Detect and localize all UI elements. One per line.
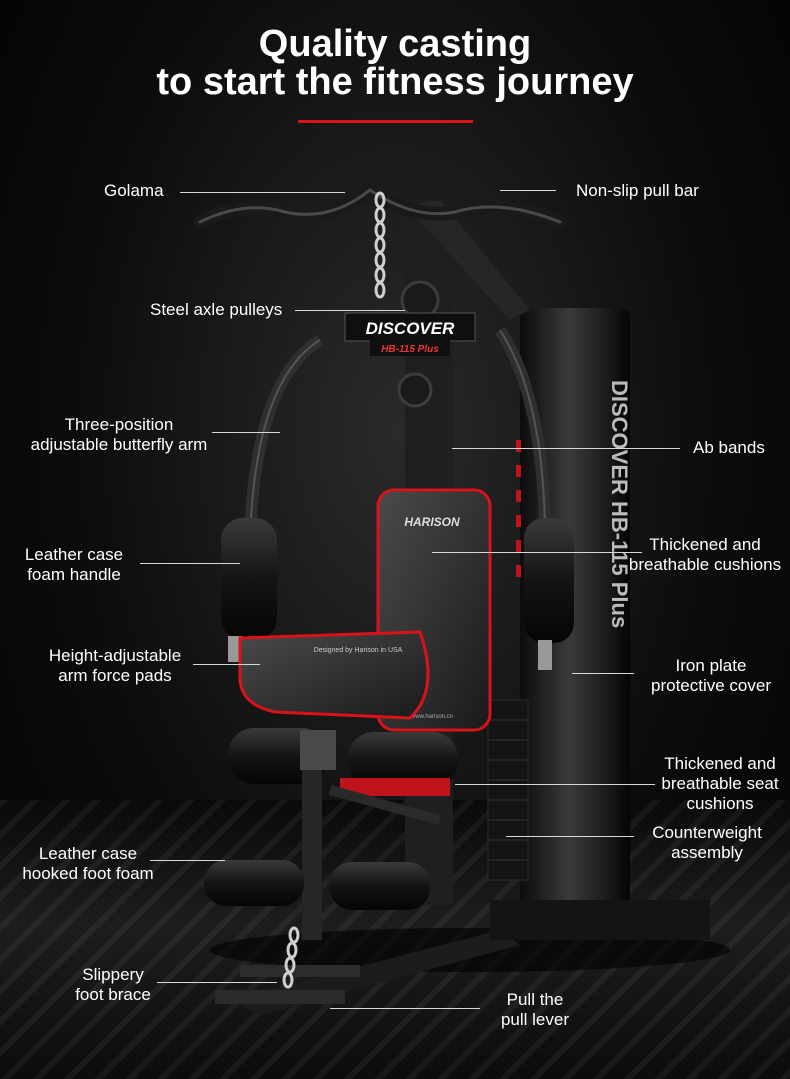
label-golama: Golama bbox=[104, 181, 164, 200]
label-steel-axle-pulleys: Steel axle pulleys bbox=[150, 300, 283, 319]
leader-seat-cushions bbox=[455, 784, 655, 785]
label-iron-cover-line2: protective cover bbox=[651, 676, 771, 695]
label-foot-foam-line2: hooked foot foam bbox=[22, 864, 154, 883]
label-butterfly-arm-line2: adjustable butterfly arm bbox=[30, 435, 208, 454]
label-counterweight-line1: Counterweight bbox=[652, 823, 762, 842]
label-seat-cushions-line1: Thickened and bbox=[664, 754, 776, 773]
label-foam-handle-line1: Leather case bbox=[24, 545, 124, 564]
leader-arm-pads bbox=[193, 664, 260, 665]
label-ab-bands: Ab bands bbox=[693, 438, 765, 457]
label-seat-cushions-line3: cushions bbox=[686, 794, 754, 813]
leader-iron-cover bbox=[572, 673, 634, 674]
label-foot-brace-line1: Slippery bbox=[82, 965, 144, 984]
leader-foot-brace bbox=[157, 982, 277, 983]
label-cushions-line2: breathable cushions bbox=[628, 555, 782, 574]
foam-handle-right bbox=[524, 518, 574, 643]
leader-ab-bands bbox=[452, 448, 680, 449]
label-pull-lever-line1: Pull the bbox=[506, 990, 564, 1009]
label-cushions-line1: Thickened and bbox=[649, 535, 761, 554]
label-butterfly-arm-line1: Three-position bbox=[64, 415, 174, 434]
model-plate-text: HB-115 Plus bbox=[381, 344, 439, 355]
label-foot-foam-line1: Leather case bbox=[38, 844, 138, 863]
label-non-slip-pull-bar: Non-slip pull bar bbox=[576, 181, 699, 200]
brand-plate-text: DISCOVER bbox=[366, 319, 456, 338]
leader-foot-foam bbox=[150, 860, 225, 861]
leader-pulleys bbox=[295, 310, 405, 311]
leader-pull-lever bbox=[330, 1008, 480, 1009]
headline-line-1: Quality casting bbox=[258, 23, 532, 65]
seat-roller-right bbox=[348, 732, 458, 788]
seat-text: Designed by Harison in USA bbox=[314, 647, 403, 654]
title-underline bbox=[298, 120, 473, 123]
label-pull-lever-line2: pull lever bbox=[500, 1010, 570, 1029]
svg-text:www.harison.cn: www.harison.cn bbox=[410, 714, 453, 720]
label-counterweight-line2: assembly bbox=[671, 843, 743, 862]
brand-plate bbox=[344, 312, 476, 342]
leader-foam-handle bbox=[140, 563, 240, 564]
leader-counterweight bbox=[506, 836, 634, 837]
leader-pull-bar bbox=[500, 190, 556, 191]
foam-handle-left bbox=[221, 518, 277, 640]
leader-cushions bbox=[432, 552, 642, 553]
foot-roller-right bbox=[330, 862, 430, 910]
backrest-brand: HARISON bbox=[404, 515, 460, 529]
weight-stack-shroud bbox=[520, 308, 630, 920]
label-arm-pads-line1: Height-adjustable bbox=[48, 646, 182, 665]
leader-butterfly-arm bbox=[212, 432, 280, 433]
column-brand-text: DISCOVER HB-115 Plus bbox=[607, 380, 632, 628]
foot-roller-left bbox=[204, 860, 304, 906]
headline-line-2: to start the fitness journey bbox=[156, 61, 634, 103]
label-iron-cover-line1: Iron plate bbox=[675, 656, 747, 675]
arm-force-pad bbox=[238, 630, 430, 720]
label-foot-brace-line2: foot brace bbox=[75, 985, 151, 1004]
leader-golama bbox=[180, 192, 345, 193]
label-arm-pads-line2: arm force pads bbox=[58, 666, 172, 685]
label-foam-handle-line2: foam handle bbox=[27, 565, 121, 584]
label-seat-cushions-line2: breathable seat bbox=[661, 774, 779, 793]
